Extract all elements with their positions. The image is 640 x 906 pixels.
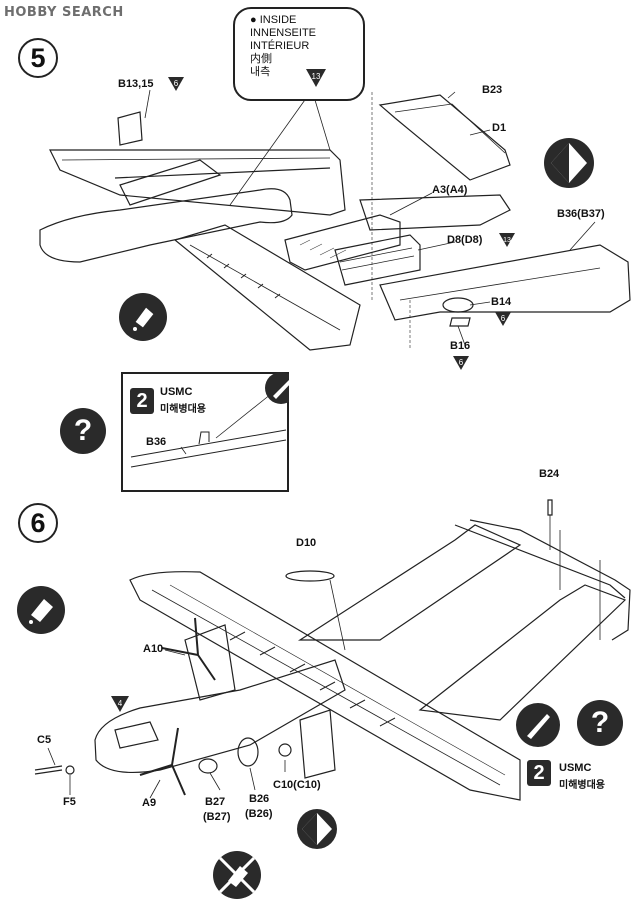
- part-label-b36-detail: B36: [146, 436, 167, 448]
- part-label-b23: B23: [482, 84, 503, 96]
- part-label-b27: B27: [205, 796, 226, 808]
- color-badge-6: 6: [495, 312, 511, 326]
- left-wing-lower: [173, 224, 361, 351]
- inside-callout-text: ● INSIDE INNENSEITE INTÉRIEUR 内側 내측: [250, 14, 316, 79]
- inside-line: INTÉRIEUR: [250, 40, 310, 52]
- inside-line: 内側: [250, 53, 272, 65]
- part-label-b27-alt: (B27): [203, 811, 231, 823]
- step-5-circle: 5: [18, 38, 58, 78]
- color-badge-6: 6: [453, 356, 469, 370]
- usmc-label: USMC: [160, 386, 193, 398]
- diamond-icon: [544, 138, 594, 188]
- fuselage-5: [39, 188, 293, 263]
- main-wing-6: [129, 571, 521, 801]
- part-label-b13-15: B13,15: [118, 78, 154, 90]
- color-badge-text: 13: [312, 72, 321, 81]
- inside-callout: [233, 7, 365, 101]
- part-label-a3: A3(A4): [432, 184, 468, 196]
- panel-d1: [378, 94, 511, 181]
- svg-text:6: 6: [174, 79, 179, 88]
- color-badge-13: 13: [306, 69, 326, 87]
- part-label-d10: D10: [296, 537, 317, 549]
- cement-icon: [17, 586, 65, 634]
- part-label-d8: D8(D8): [447, 234, 483, 246]
- right-wing-5: [379, 244, 631, 321]
- cockpit-inside: [284, 214, 401, 271]
- step-number: 5: [30, 43, 46, 73]
- part-label-b36: B36(B37): [557, 208, 605, 220]
- part-label-b14: B14: [491, 296, 512, 308]
- watermark: HOBBY SEARCH: [4, 5, 124, 20]
- part-label-c10: C10(C10): [273, 779, 321, 791]
- usmc-label: USMC: [559, 762, 592, 774]
- usmc-korean-label: 미해병대용: [559, 780, 605, 791]
- part-label-a9: A9: [142, 797, 157, 809]
- diamond-icon: [297, 809, 337, 849]
- step-number: 6: [30, 508, 46, 538]
- no-glue-icon: [213, 851, 261, 899]
- part-label-b16: B16: [450, 340, 471, 352]
- color-badge-4: 4: [111, 696, 129, 712]
- color-badge-13: 13: [499, 233, 515, 247]
- part-label-a10: A10: [143, 643, 164, 655]
- left-wing-upper: [49, 149, 346, 216]
- part-label-b24: B24: [539, 468, 560, 480]
- part-label-b26: B26: [249, 793, 270, 805]
- color-badge-6: 6: [168, 77, 184, 91]
- question-icon: ?: [60, 408, 106, 454]
- part-label-d1: D1: [492, 122, 507, 134]
- inside-line: INNENSEITE: [250, 27, 317, 39]
- question-icon: ?: [577, 700, 623, 746]
- inside-line: ● INSIDE: [250, 14, 297, 26]
- part-label-f5: F5: [63, 796, 76, 808]
- glue-bottle-icon: [119, 293, 167, 341]
- usmc-korean-label: 미해병대용: [160, 404, 206, 415]
- svg-text:4: 4: [118, 699, 123, 708]
- svg-text:13: 13: [503, 237, 511, 244]
- usmc-badge: 2: [527, 760, 551, 786]
- svg-text:6: 6: [501, 314, 506, 323]
- usmc-badge: 2: [130, 388, 154, 414]
- part-label-b26-alt: (B26): [245, 808, 273, 820]
- part-label-c5: C5: [37, 734, 52, 746]
- step-6-circle: 6: [18, 503, 58, 543]
- detail-drawing: [130, 372, 289, 468]
- inside-line: 내측: [250, 66, 271, 78]
- svg-text:6: 6: [459, 358, 464, 367]
- knife-icon: [516, 703, 560, 747]
- fuselage-6: [94, 659, 346, 774]
